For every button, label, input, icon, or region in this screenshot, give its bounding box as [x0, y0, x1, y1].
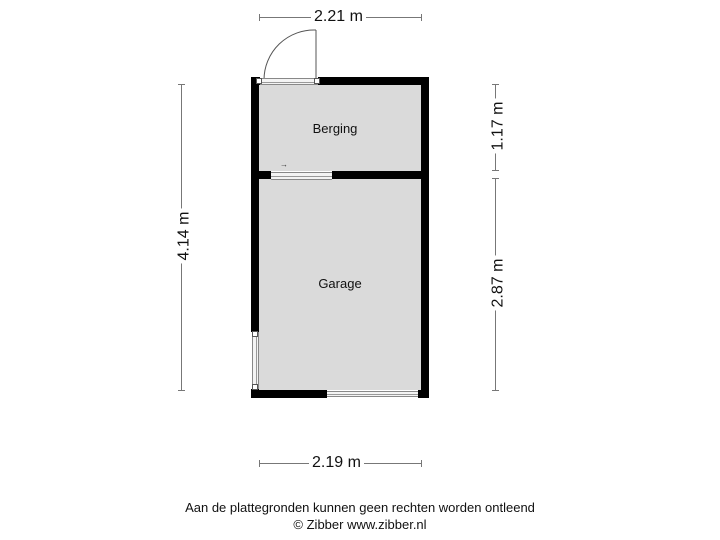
dimension-bottom-width: 2.19 m	[259, 454, 422, 472]
dimension-top-width: 2.21 m	[259, 8, 422, 26]
room-berging	[259, 85, 421, 171]
window-post-top	[252, 331, 258, 337]
door-post-left	[256, 78, 262, 84]
wall-top-right	[318, 77, 429, 85]
dimension-top-width-label: 2.21 m	[311, 8, 366, 26]
arrow-icon: →	[280, 160, 288, 169]
wall-middle-left	[251, 171, 271, 179]
dimension-bottom-width-label: 2.19 m	[309, 454, 364, 472]
passage-middle	[271, 172, 332, 180]
wall-bottom-left	[251, 390, 327, 398]
dimension-total-height-label: 4.14 m	[175, 208, 194, 264]
window-left	[252, 332, 259, 389]
door-swing-icon	[263, 29, 317, 81]
door-opening-top	[260, 78, 318, 85]
window-post-bottom	[252, 384, 258, 390]
dimension-garage-height: 2.87 m	[489, 178, 508, 391]
dimension-total-height: 4.14 m	[175, 84, 194, 391]
wall-left-upper	[251, 77, 259, 332]
wall-middle-right	[332, 171, 429, 179]
dimension-berging-height-label: 1.17 m	[489, 98, 508, 154]
room-garage	[259, 179, 421, 390]
wall-right	[421, 77, 429, 398]
garage-door-bottom	[327, 391, 418, 397]
footer-copyright: © Zibber www.zibber.nl	[293, 517, 427, 532]
wall-bottom-right	[418, 390, 429, 398]
room-label-garage: Garage	[318, 276, 362, 291]
room-label-berging: Berging	[312, 121, 358, 136]
dimension-berging-height: 1.17 m	[489, 84, 508, 171]
door-post-right	[314, 78, 320, 84]
footer-disclaimer: Aan de plattegronden kunnen geen rechten…	[185, 500, 535, 515]
dimension-garage-height-label: 2.87 m	[489, 255, 508, 311]
